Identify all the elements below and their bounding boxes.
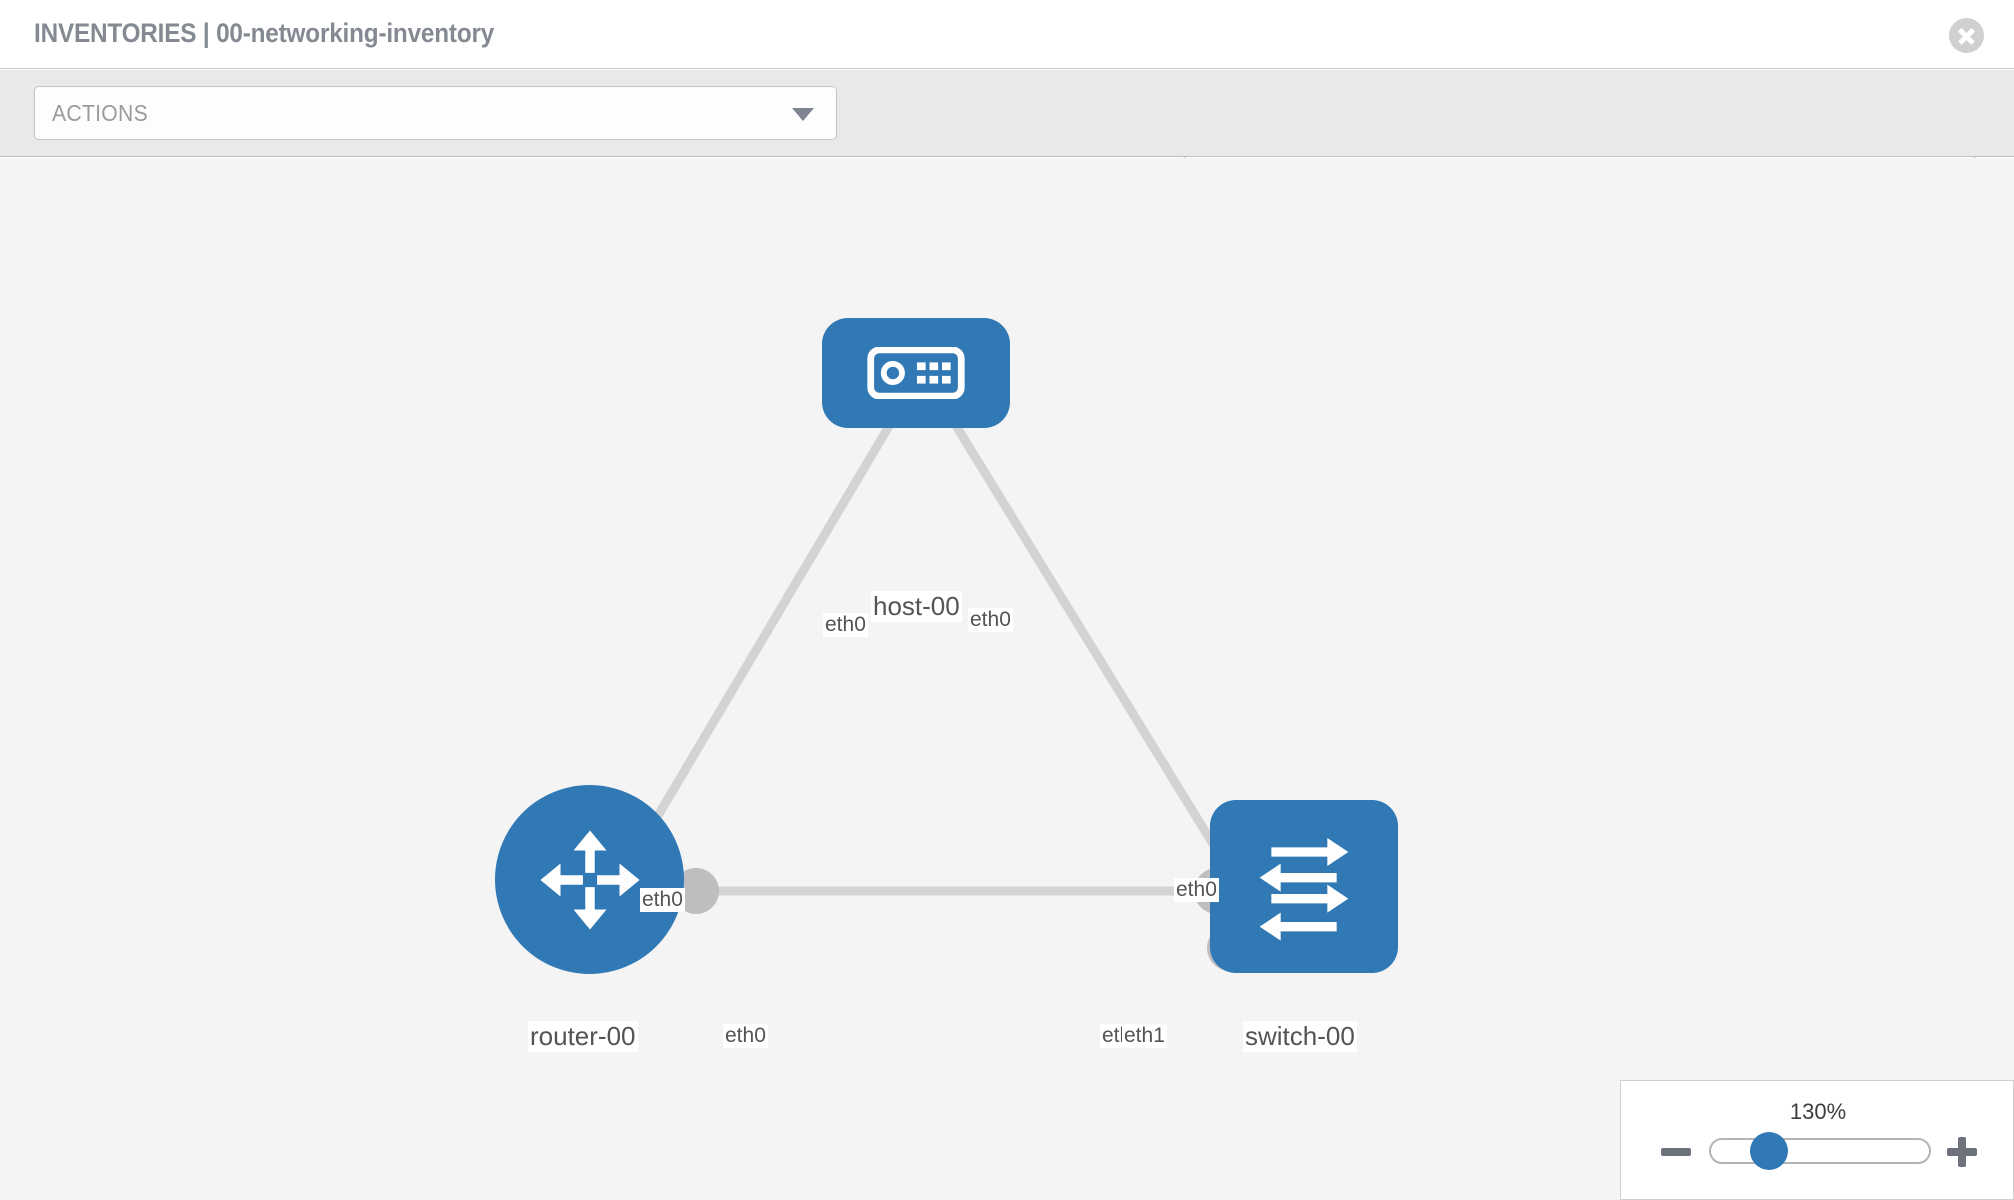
- page-title: INVENTORIES | 00-networking-inventory: [34, 18, 495, 48]
- plus-icon-vertical: [1958, 1137, 1966, 1167]
- close-icon[interactable]: [1949, 18, 1984, 53]
- interface-label-switch-left: eth1: [1122, 1024, 1167, 1048]
- node-label-host-00: host-00: [871, 591, 962, 622]
- interface-label-router-right: eth0: [723, 1024, 768, 1048]
- zoom-slider-thumb[interactable]: [1750, 1132, 1788, 1170]
- server-icon: [867, 347, 965, 399]
- page-header: INVENTORIES | 00-networking-inventory: [0, 0, 2014, 69]
- zoom-control-panel: 130%: [1620, 1080, 2014, 1200]
- node-label-switch-00: switch-00: [1243, 1021, 1357, 1052]
- edge-host-switch: [946, 413, 1244, 891]
- actions-dropdown[interactable]: ACTIONS: [34, 86, 837, 140]
- interface-label-router-up: eth0: [640, 888, 685, 912]
- node-label-router-00: router-00: [528, 1021, 638, 1052]
- zoom-level-label: 130%: [1789, 1099, 1847, 1124]
- actions-dropdown-label: ACTIONS: [52, 100, 148, 126]
- zoom-out-button[interactable]: [1661, 1137, 1691, 1167]
- node-router-00[interactable]: [495, 785, 684, 974]
- interface-label-switch-up: eth0: [1174, 878, 1219, 902]
- interface-label-host-left: eth0: [823, 613, 868, 637]
- zoom-in-button[interactable]: [1947, 1137, 1977, 1167]
- interface-label-host-right: eth0: [968, 608, 1013, 632]
- chevron-down-icon: [792, 108, 814, 121]
- topology-canvas[interactable]: host-00 eth0 eth0 router-00 eth0 eth0: [0, 158, 2014, 1200]
- toolbar: ACTIONS SEARCH: [0, 70, 2014, 210]
- router-arrows-icon: [539, 829, 640, 930]
- topology-edges: [611, 413, 1244, 896]
- switch-arrows-icon: [1259, 837, 1349, 941]
- edge-host-router: [611, 413, 899, 891]
- minus-icon: [1661, 1148, 1691, 1156]
- node-host-00[interactable]: [822, 318, 1010, 428]
- zoom-slider-track[interactable]: [1709, 1138, 1931, 1164]
- node-switch-00[interactable]: [1210, 800, 1398, 973]
